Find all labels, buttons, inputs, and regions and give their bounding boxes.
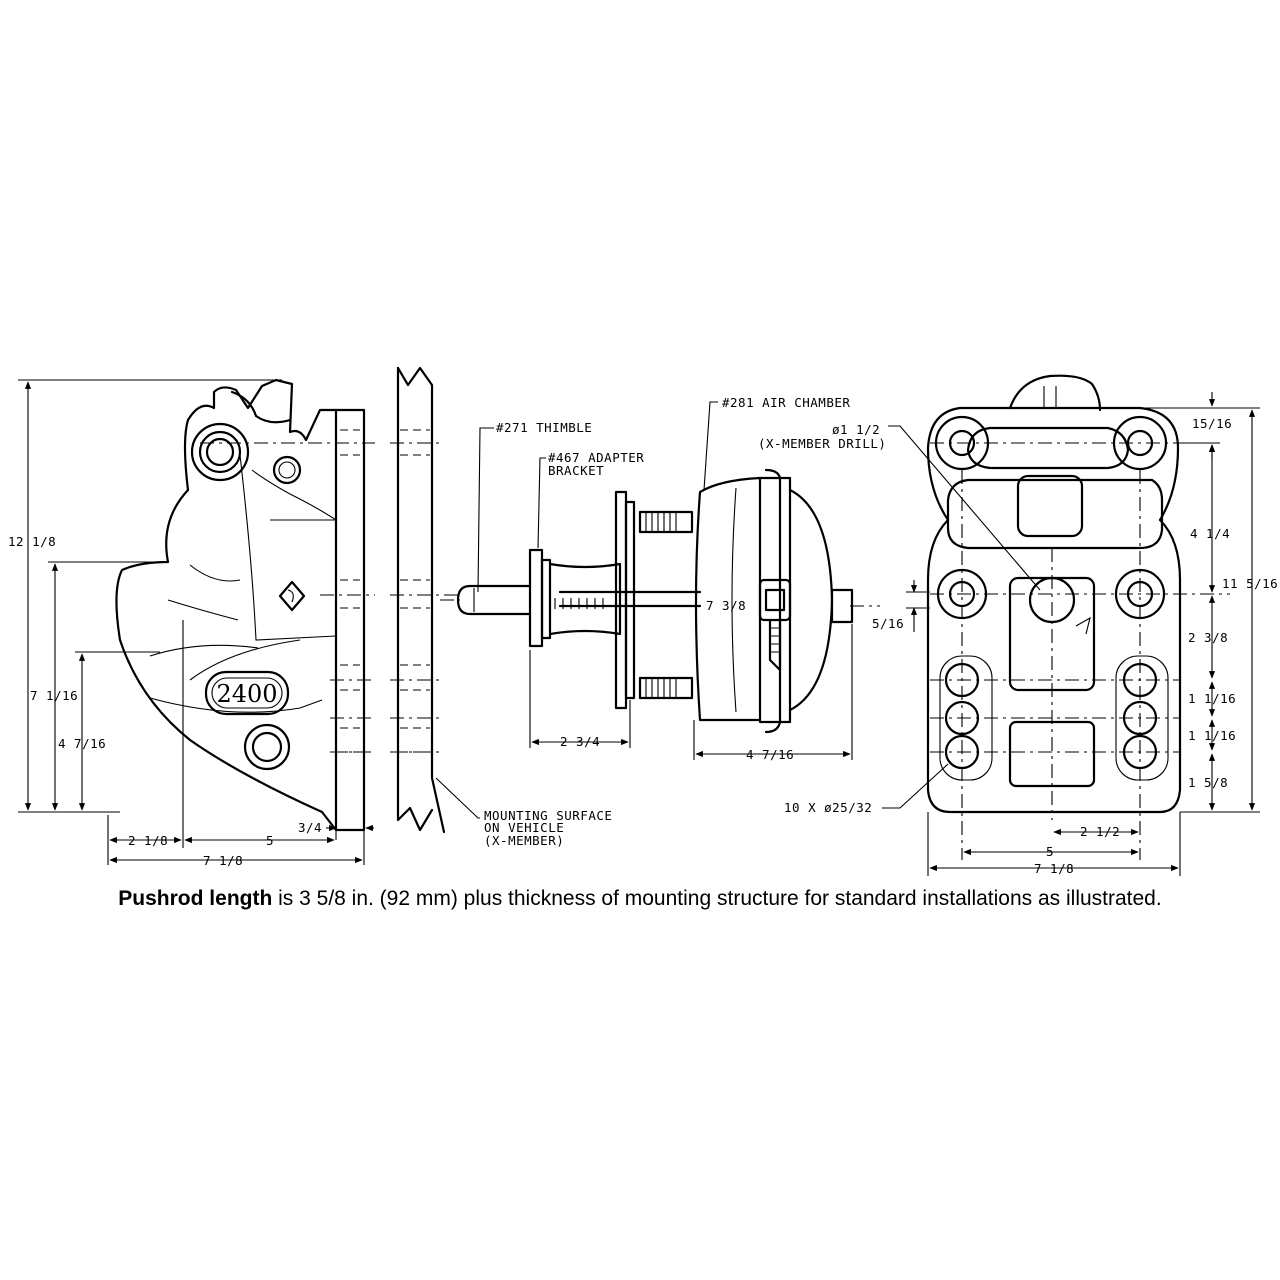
label-adapter: #467 ADAPTER [548, 450, 644, 465]
dim-top-15-16: 15/16 [1192, 416, 1232, 431]
model-badge: 2400 [216, 680, 277, 708]
dim-spacing-1-1-16-a: 1 1/16 [1188, 691, 1236, 706]
dim-spacing-1-1-16-b: 1 1/16 [1188, 728, 1236, 743]
label-mounting-surface: MOUNTING SURFACE [484, 808, 612, 823]
dim-front-2-1-2: 2 1/2 [1080, 824, 1120, 839]
label-adapter-bracket: BRACKET [548, 463, 604, 478]
dim-width-3-4: 3/4 [298, 820, 322, 835]
caption: Pushrod length is 3 5/8 in. (92 mm) plus… [0, 887, 1280, 911]
mounting-holes [934, 415, 1168, 770]
front-view: ø1 1/2 (X-MEMBER DRILL) 10 X ø25/32 [758, 374, 1230, 860]
side-view-dimensions: 12 1/8 7 1/16 4 7/16 2 1/8 5 3/4 7 1/8 [8, 379, 374, 868]
caption-text: is 3 5/8 in. (92 mm) plus thickness of m… [272, 887, 1162, 910]
dim-front-5: 5 [1046, 844, 1054, 859]
label-drill: ø1 1/2 [832, 422, 880, 437]
dim-width-7-1-8: 7 1/8 [203, 853, 243, 868]
dim-spacing-4-1-4: 4 1/4 [1190, 526, 1230, 541]
side-view: 2400 [115, 378, 375, 848]
dim-offset-5-16: 5/16 [872, 616, 904, 631]
dim-width-2-1-8: 2 1/8 [128, 833, 168, 848]
dim-spacing-2-3-8: 2 3/8 [1188, 630, 1228, 645]
dim-front-7-1-8: 7 1/8 [1034, 861, 1074, 876]
dim-chamber-4-7-16: 4 7/16 [746, 747, 794, 762]
logo-icon [278, 580, 306, 612]
dim-height-4-7-16: 4 7/16 [58, 736, 106, 751]
caption-bold: Pushrod length [118, 887, 273, 910]
pushrod-assembly: #271 THIMBLE #467 ADAPTER BRACKET #281 A… [440, 395, 930, 762]
dim-bracket-2-3-4: 2 3/4 [560, 734, 600, 749]
front-view-dimensions: 15/16 4 1/4 2 3/8 1 1/16 1 1/16 1 5/8 11… [927, 392, 1278, 876]
dim-chamber-7-3-8: 7 3/8 [706, 598, 746, 613]
dim-width-5: 5 [266, 833, 274, 848]
dim-total-11-5-16: 11 5/16 [1222, 576, 1278, 591]
label-drill-x-member: (X-MEMBER DRILL) [758, 436, 886, 451]
dim-overall-height: 12 1/8 [8, 534, 56, 549]
label-mounting-x-member: (X-MEMBER) [484, 833, 564, 848]
dim-height-7-1-16: 7 1/16 [30, 688, 78, 703]
x-member-section: MOUNTING SURFACE ON VEHICLE (X-MEMBER) [390, 366, 612, 848]
label-mounting-vehicle: ON VEHICLE [484, 820, 564, 835]
label-thimble: #271 THIMBLE [496, 420, 592, 435]
label-air-chamber: #281 AIR CHAMBER [722, 395, 850, 410]
dim-spacing-1-5-8: 1 5/8 [1188, 775, 1228, 790]
label-holes: 10 X ø25/32 [784, 800, 872, 815]
